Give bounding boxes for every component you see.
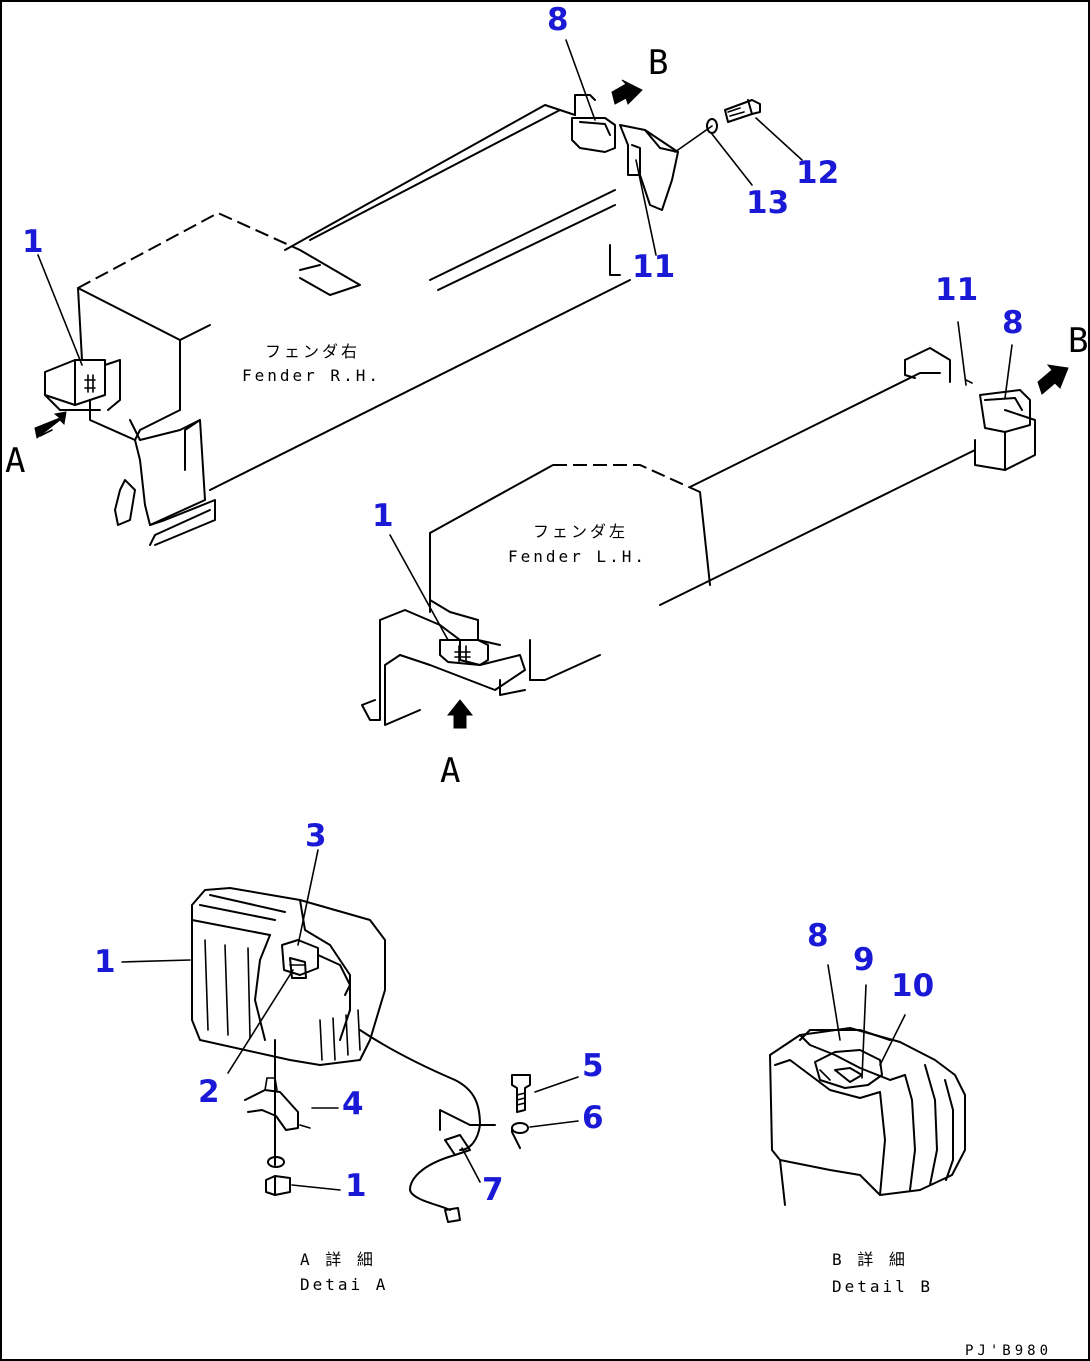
callout-a-4: 4 <box>342 1086 364 1122</box>
callout-a-1: 1 <box>94 944 116 980</box>
view-letter-a-bottom: A <box>440 751 460 791</box>
callout-a-1b: 1 <box>345 1168 367 1204</box>
callout-lh-8: 8 <box>1002 305 1024 341</box>
callout-rh-12: 12 <box>796 155 839 191</box>
captions: フェンダ右 Fender R.H. フェンダ左 Fender L.H. A 詳 … <box>242 342 1052 1359</box>
fender-lh-drawing <box>361 321 1069 729</box>
fender-lh-label-en: Fender L.H. <box>508 547 647 566</box>
detail-b-drawing <box>769 964 966 1206</box>
detail-a-drawing <box>121 849 579 1223</box>
view-letter-a-left: A <box>5 441 25 481</box>
callout-b-8: 8 <box>807 918 829 954</box>
detail-a-label-jp: A 詳 細 <box>300 1250 376 1269</box>
callout-b-10: 10 <box>891 968 934 1004</box>
callout-lh-1: 1 <box>372 498 394 534</box>
callout-rh-8: 8 <box>547 2 569 38</box>
detail-a-label-en: Detai A <box>300 1275 388 1294</box>
callout-a-7: 7 <box>482 1172 504 1208</box>
callout-numbers: 1 8 11 12 13 1 11 8 1 3 2 4 5 6 7 1 8 9 … <box>22 2 1024 1208</box>
callout-b-9: 9 <box>853 942 875 978</box>
fender-lh-label-jp: フェンダ左 <box>533 522 628 541</box>
fender-rh-label-en: Fender R.H. <box>242 366 381 385</box>
callout-lh-11: 11 <box>935 272 978 308</box>
view-letter-b-top: B <box>648 43 668 83</box>
detail-b-label-en: Detail B <box>832 1277 933 1296</box>
callout-rh-11: 11 <box>632 249 675 285</box>
callout-a-3: 3 <box>305 818 327 854</box>
view-letter-b-right: B <box>1068 321 1088 361</box>
fender-rh-label-jp: フェンダ右 <box>265 342 360 361</box>
view-letters: B A B A <box>5 43 1088 791</box>
callout-a-2: 2 <box>198 1074 220 1110</box>
callout-a-5: 5 <box>582 1048 604 1084</box>
callout-a-6: 6 <box>582 1100 604 1136</box>
callout-rh-13: 13 <box>746 185 789 221</box>
detail-b-label-jp: B 詳 細 <box>832 1250 908 1269</box>
callout-rh-1: 1 <box>22 224 44 260</box>
drawing-number: PJ'B980 <box>965 1343 1052 1359</box>
fender-rh-drawing <box>34 39 803 546</box>
